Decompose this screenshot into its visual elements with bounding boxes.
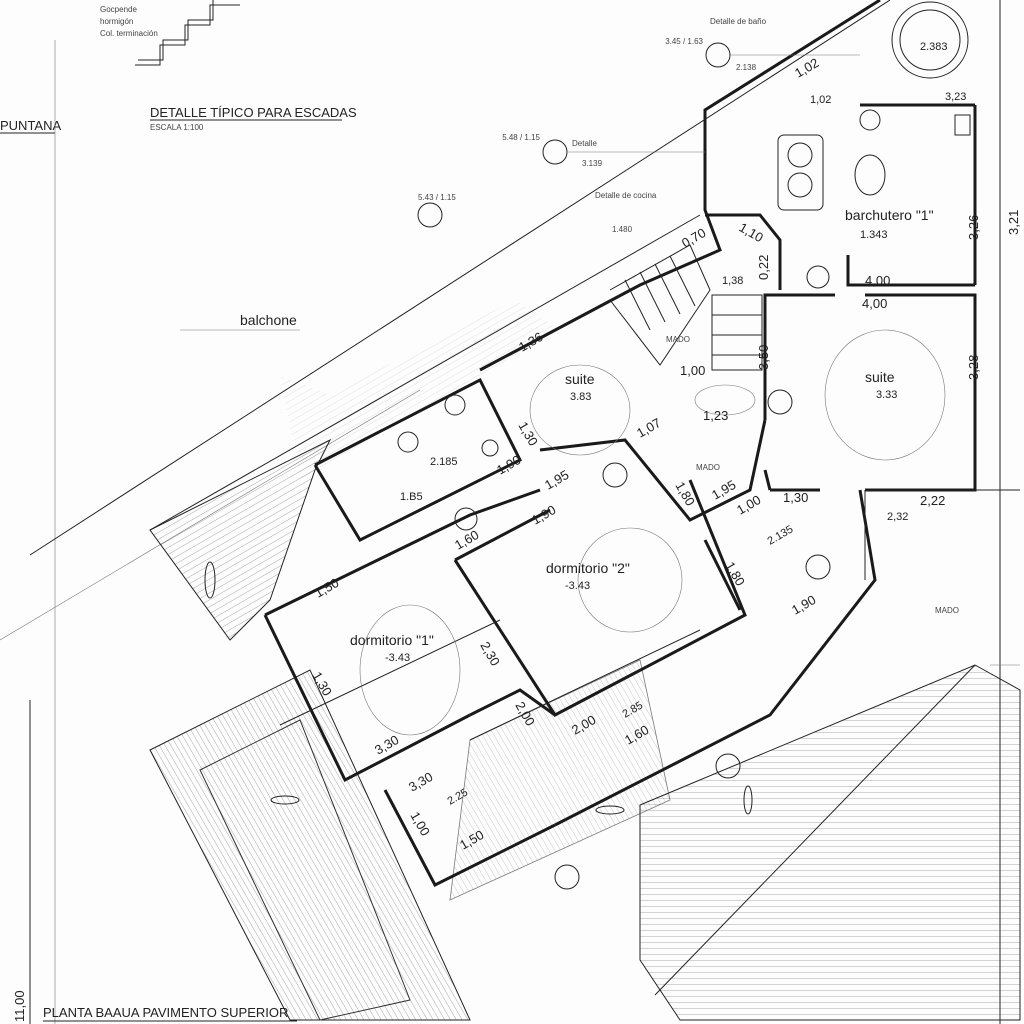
- left-label: PUNTANA: [0, 118, 61, 133]
- dimension: 1,00: [680, 363, 705, 378]
- dimension: 3,30: [406, 769, 435, 795]
- dimension: 1,00: [407, 809, 433, 838]
- stair-note: Col. terminación: [100, 29, 158, 38]
- room-name: MADO: [666, 335, 690, 344]
- dimension: 2,22: [920, 493, 945, 508]
- level-mark: 2.185: [430, 456, 458, 468]
- dimension: 1,90: [529, 502, 558, 528]
- dimension: 1,07: [634, 415, 663, 441]
- stair-note: hormigón: [100, 17, 133, 26]
- callout-label: Detalle de baño: [710, 17, 767, 26]
- side-dimension-left: 11,00: [12, 990, 27, 1022]
- dimension: 0,22: [756, 255, 771, 280]
- room-name: suite: [565, 371, 595, 387]
- dimension: 1,02: [792, 55, 821, 81]
- walls-main: [263, 0, 881, 887]
- callout-value: 2.138: [736, 63, 757, 72]
- detail-title: DETALLE TÍPICO PARA ESCADAS: [150, 105, 357, 120]
- callout-value: 1.480: [612, 225, 633, 234]
- dimension: 3,28: [966, 355, 981, 380]
- room-level: 3.33: [876, 389, 897, 401]
- level-mark: 2.135: [766, 523, 796, 547]
- room-name: MADO: [696, 463, 720, 472]
- walls-right: [705, 0, 1020, 1024]
- callout-label: Detalle de cocina: [595, 191, 657, 200]
- dimension: 3,23: [945, 91, 966, 103]
- dimension: 1,38: [722, 275, 743, 287]
- dimension: 1,02: [810, 94, 831, 106]
- room-name: barchutero "1": [845, 207, 934, 223]
- room-level: 1.343: [860, 229, 888, 241]
- level-mark: 1.B5: [400, 491, 423, 503]
- dimension: 3,50: [756, 345, 771, 370]
- dimension: 1,30: [783, 490, 808, 505]
- room-name: suite: [865, 369, 895, 385]
- callout-label: Detalle: [572, 139, 597, 148]
- detail-scale: ESCALA 1:100: [150, 123, 204, 132]
- callouts: Detalle de baño 3.45 / 1.63 2.138 Detall…: [417, 17, 860, 890]
- room-name: MADO: [935, 606, 959, 615]
- dimension: 2,30: [477, 639, 503, 668]
- room-name: dormitorio "2": [546, 560, 630, 576]
- callout-code: 5.48 / 1.15: [502, 133, 540, 142]
- room-level: -3.43: [565, 580, 590, 592]
- dimension: 3,26: [966, 215, 981, 240]
- balcony-label: balchone: [240, 312, 297, 328]
- fixtures: [204, 1, 971, 815]
- room-labels: barchutero "1" 1.343 suite 3.33 suite 3.…: [180, 41, 959, 808]
- side-dimension-right: 3,21: [1006, 210, 1021, 235]
- dimension: 1,95: [542, 467, 571, 493]
- room-name: dormitorio "1": [350, 632, 434, 648]
- callout-code: 5.43 / 1.15: [418, 193, 456, 202]
- dimension: 1,10: [737, 220, 766, 246]
- dimension: 1,90: [789, 592, 818, 618]
- stairs: [609, 244, 763, 371]
- callout-value: 3.139: [582, 159, 603, 168]
- stair-note: Gocpende: [100, 5, 137, 14]
- level-mark: 2.383: [920, 41, 948, 53]
- dimension: 2,32: [887, 511, 908, 523]
- dimension: 0,70: [679, 225, 708, 251]
- dimension: 1,23: [703, 408, 728, 423]
- callout-code: 3.45 / 1.63: [665, 37, 703, 46]
- dimension: 4,00: [862, 296, 887, 311]
- plan-title: PLANTA BAAUA PAVIMENTO SUPERIOR: [43, 1005, 288, 1020]
- room-level: 3.83: [570, 391, 591, 403]
- stair-detail: DETALLE TÍPICO PARA ESCADAS ESCALA 1:100…: [100, 0, 357, 132]
- dimension: 1,30: [515, 419, 541, 448]
- lower-right-roof: [639, 664, 1021, 1021]
- lower-left-roof: [149, 669, 471, 1021]
- room-level: -3.43: [385, 652, 410, 664]
- dimension: 4,00: [865, 273, 890, 288]
